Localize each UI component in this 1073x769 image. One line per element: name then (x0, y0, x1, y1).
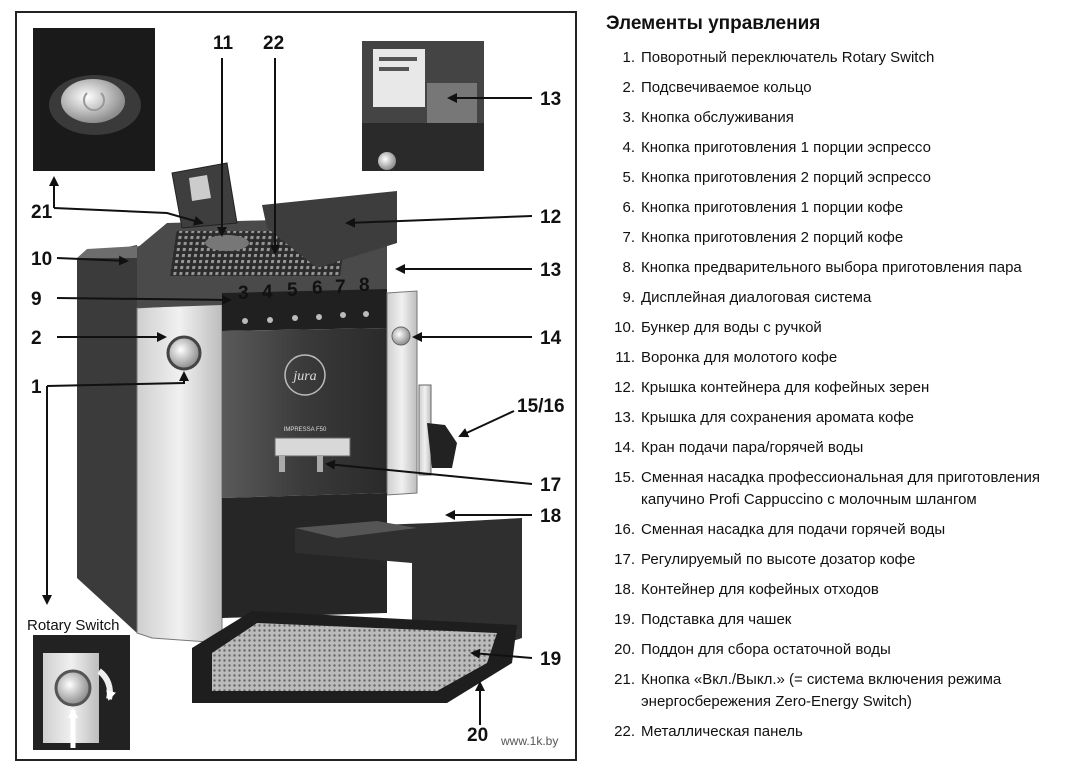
button-number-6: 6 (312, 278, 323, 299)
steam-knob (391, 326, 411, 346)
list-item: 13.Крышка для сохранения аромата кофе (614, 409, 915, 426)
inset-aroma-lid (362, 41, 484, 171)
drip-tray (192, 611, 517, 703)
legend-list: 1.Поворотный переключатель Rotary Switch… (600, 47, 1070, 743)
coffee-machine-figure: jura IMPRESSA F50 (15, 11, 577, 761)
button-number-3: 3 (238, 283, 249, 304)
coffee-funnel (171, 162, 249, 251)
button-number-8: 8 (359, 275, 370, 296)
machine-illustration: jura IMPRESSA F50 (27, 28, 565, 750)
list-item: 2.Подсвечиваемое кольцо (622, 79, 812, 96)
list-item: 20.Поддон для сбора остаточной воды (614, 641, 891, 658)
list-item: 5.Кнопка приготовления 2 порций эспрессо (622, 169, 931, 186)
coffee-dispenser (274, 437, 351, 472)
list-item: 10.Бункер для воды с ручкой (614, 319, 822, 336)
list-item: 7.Кнопка приготовления 2 порций кофе (622, 229, 904, 246)
list-item: 19.Подставка для чашек (614, 611, 792, 628)
inset-rotary-switch (33, 635, 130, 750)
list-item: 14.Кран подачи пара/горячей воды (614, 439, 864, 456)
callout-9: 9 (31, 289, 42, 310)
callout-13-top: 13 (540, 89, 561, 110)
bean-container-lid (262, 191, 397, 268)
callout-14: 14 (540, 328, 562, 349)
brand-ring (284, 354, 326, 396)
cappuccino-spout (418, 384, 457, 476)
list-item: 6.Кнопка приготовления 1 порции кофе (622, 199, 904, 216)
rotary-switch-label: Rotary Switch (27, 617, 120, 634)
controls-legend: Элементы управления 1.Поворотный переклю… (600, 13, 1070, 751)
watermark: www.1k.by (500, 734, 558, 748)
list-item: 8.Кнопка предварительного выбора пригото… (622, 259, 1022, 276)
callout-2: 2 (31, 328, 42, 349)
callout-17: 17 (540, 475, 561, 496)
callout-15-16: 15/16 (517, 396, 565, 417)
callout-1: 1 (31, 377, 42, 398)
list-item: 21.Кнопка «Вкл./Выкл.» (= система включе… (614, 671, 1002, 710)
callout-12: 12 (540, 207, 561, 228)
list-item: 4.Кнопка приготовления 1 порции эспрессо (622, 139, 931, 156)
button-number-4: 4 (262, 282, 273, 303)
list-item: 11.Воронка для молотого кофе (615, 349, 838, 366)
list-item: 15.Сменная насадка профессиональная для … (614, 469, 1040, 508)
button-number-5: 5 (287, 280, 298, 301)
callout-10: 10 (31, 249, 52, 270)
button-numbers: 3 4 5 6 7 8 (238, 275, 370, 324)
callout-19: 19 (540, 649, 561, 670)
list-item: 17.Регулируемый по высоте дозатор кофе (614, 551, 916, 568)
illuminated-ring (166, 335, 202, 371)
list-item: 1.Поворотный переключатель Rotary Switch (622, 49, 935, 66)
list-item: 3.Кнопка обслуживания (622, 109, 794, 126)
callout-labels: 11 22 13 21 12 10 13 9 2 14 1 15/16 17 1… (31, 33, 565, 746)
list-item: 18.Контейнер для кофейных отходов (614, 581, 879, 598)
list-item: 9.Дисплейная диалоговая система (622, 289, 872, 306)
list-item: 22.Металлическая панель (614, 723, 803, 740)
list-item: 12.Крышка контейнера для кофейных зерен (614, 379, 930, 396)
inset-power-button (33, 28, 155, 171)
callout-11: 11 (213, 33, 234, 54)
legend-title: Элементы управления (606, 13, 821, 34)
leader-lines (42, 58, 533, 725)
callout-13: 13 (540, 260, 561, 281)
callout-21: 21 (31, 202, 53, 223)
callout-22: 22 (263, 33, 284, 54)
button-number-7: 7 (335, 277, 346, 298)
callout-20: 20 (467, 725, 488, 746)
callout-18: 18 (540, 506, 561, 527)
list-item: 16.Сменная насадка для подачи горячей во… (614, 521, 946, 538)
model-name: IMPRESSA F50 (284, 427, 327, 433)
brand-logo: jura (291, 369, 316, 384)
